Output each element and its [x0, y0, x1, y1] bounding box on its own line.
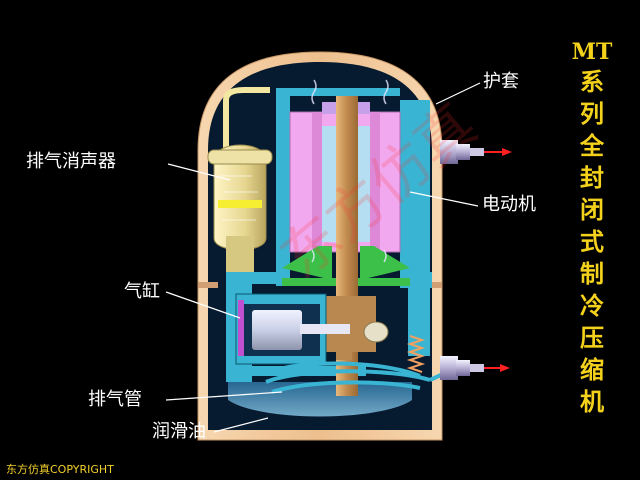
cylinder-block — [235, 293, 389, 365]
label-motor: 电动机 — [482, 194, 536, 215]
label-muffler: 排气消声器 — [26, 151, 116, 172]
side-title-char: 制 — [580, 260, 604, 288]
side-title-char: 式 — [580, 228, 604, 256]
suction-fitting — [440, 140, 512, 164]
side-title-char: 冷 — [580, 292, 604, 320]
leader-lines — [165, 82, 481, 433]
side-title-char: 系 — [580, 68, 604, 96]
side-title-char: 压 — [580, 324, 604, 352]
crank-pin — [363, 321, 389, 343]
label-oil: 润滑油 — [152, 421, 206, 442]
discharge-fitting — [440, 356, 510, 380]
side-title-char: 全 — [580, 132, 604, 160]
suction-arrow-icon — [502, 148, 512, 156]
side-title-char: 机 — [580, 388, 604, 416]
discharge-arrow-icon — [500, 364, 510, 372]
side-title-prefix: MT — [571, 39, 613, 65]
side-title-char: 封 — [580, 164, 604, 192]
oil-spring — [406, 335, 426, 373]
label-cylinder: 气缸 — [124, 281, 160, 302]
side-title-char: 闭 — [580, 196, 604, 224]
label-shroud: 护套 — [483, 71, 519, 92]
valve-plate — [238, 300, 244, 356]
connecting-rod — [300, 324, 350, 334]
side-title-char: 缩 — [580, 356, 604, 384]
gas-flow-wisps — [311, 79, 389, 263]
label-discharge-pipe: 排气管 — [88, 389, 142, 410]
side-title: MT 系 列 全 封 闭 式 制 冷 压 缩 机 — [571, 38, 613, 418]
copyright: 东方仿真COPYRIGHT — [6, 463, 114, 476]
piston — [252, 310, 302, 350]
discharge-muffler — [207, 87, 273, 272]
shell-seam — [198, 282, 218, 288]
side-title-char: 列 — [580, 100, 604, 128]
